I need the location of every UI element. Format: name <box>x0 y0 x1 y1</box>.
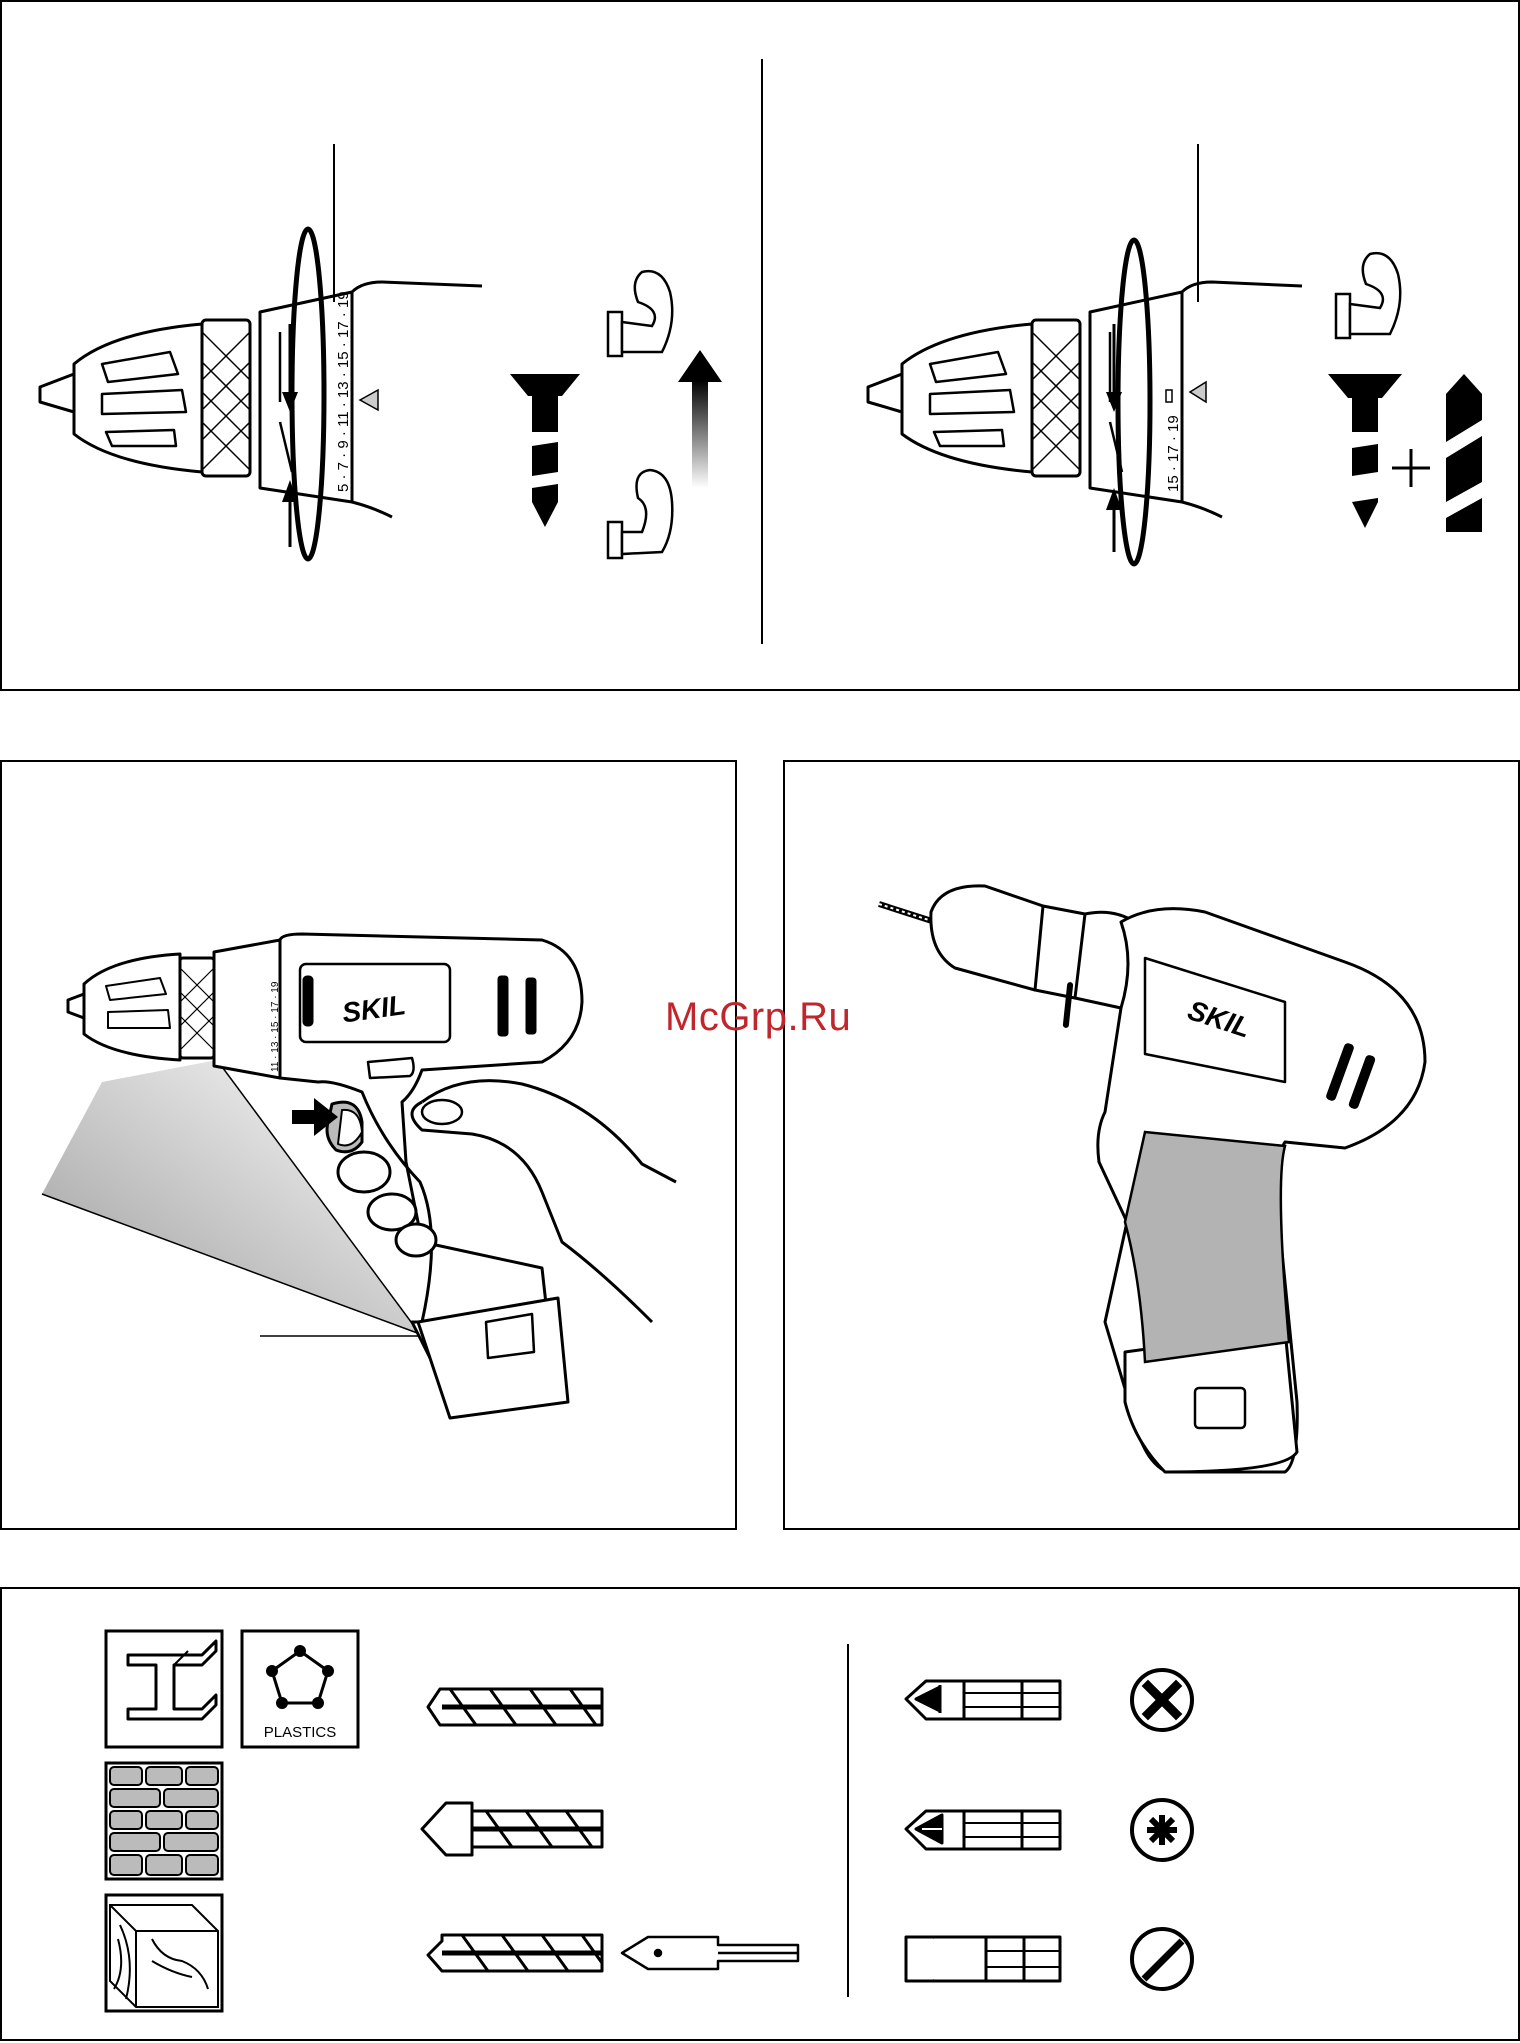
pointer-triangle-left <box>360 390 378 410</box>
steel-beam-icon <box>106 1631 222 1747</box>
drill-mark-icon <box>1166 390 1172 402</box>
plastics-icon: PLASTICS <box>242 1631 358 1747</box>
grip-area <box>1125 1132 1289 1362</box>
slotted-screw-head-icon <box>1132 1929 1192 1989</box>
spade-bit-icon <box>622 1937 798 1969</box>
wood-icon <box>106 1895 222 2011</box>
wood-drill-bit-icon <box>428 1935 602 1971</box>
torque-setting-panel: 5 · 7 · 9 · 11 · 13 · 15 · 17 · 19 <box>0 0 1520 691</box>
plus-icon <box>1392 449 1430 487</box>
trigger-illustration: SKIL 11 · 13 · 15 · 17 · 19 <box>2 762 739 1532</box>
strong-arm-icon <box>608 271 672 356</box>
weak-arm-icon <box>608 470 672 558</box>
torque-scale-left: 5 · 7 · 9 · 11 · 13 · 15 · 17 · 19 <box>335 291 352 492</box>
masonry-drill-bit-icon <box>422 1803 602 1855</box>
chuck-left <box>40 282 482 517</box>
torque-scale-right: 15 · 17 · 19 <box>1165 415 1182 492</box>
drill-bit-icon <box>1446 374 1482 532</box>
brick-wall-icon <box>106 1763 222 1879</box>
strong-arm-icon-right <box>1336 253 1400 338</box>
accessories-illustration: PLASTICS <box>2 1589 1520 2043</box>
chuck-right <box>868 282 1302 517</box>
drill-3d-illustration: SKIL <box>785 762 1520 1532</box>
slotted-bit-icon <box>906 1937 1060 1981</box>
led-light-beam <box>42 1060 420 1334</box>
pozidriv-bit-icon <box>906 1811 1060 1849</box>
trigger-operation-panel: SKIL 11 · 13 · 15 · 17 · 19 <box>0 760 737 1530</box>
plastics-label: PLASTICS <box>264 1724 337 1741</box>
pointer-triangle-right <box>1190 382 1206 402</box>
metal-drill-bit-icon <box>428 1689 602 1725</box>
pozidriv-screw-head-icon <box>1132 1800 1192 1860</box>
collar-scale: 11 · 13 · 15 · 17 · 19 <box>270 981 281 1072</box>
phillips-bit-icon <box>906 1681 1060 1719</box>
screw-icon <box>510 374 580 527</box>
torque-setting-illustration: 5 · 7 · 9 · 11 · 13 · 15 · 17 · 19 <box>2 2 1520 693</box>
watermark: McGrp.Ru <box>665 995 851 1040</box>
increase-torque-arrow-icon <box>678 350 722 488</box>
screw-icon-right <box>1328 374 1402 528</box>
drill-overview-panel: SKIL <box>783 760 1520 1530</box>
phillips-screw-head-icon <box>1132 1670 1192 1730</box>
accessories-panel: PLASTICS <box>0 1587 1520 2041</box>
